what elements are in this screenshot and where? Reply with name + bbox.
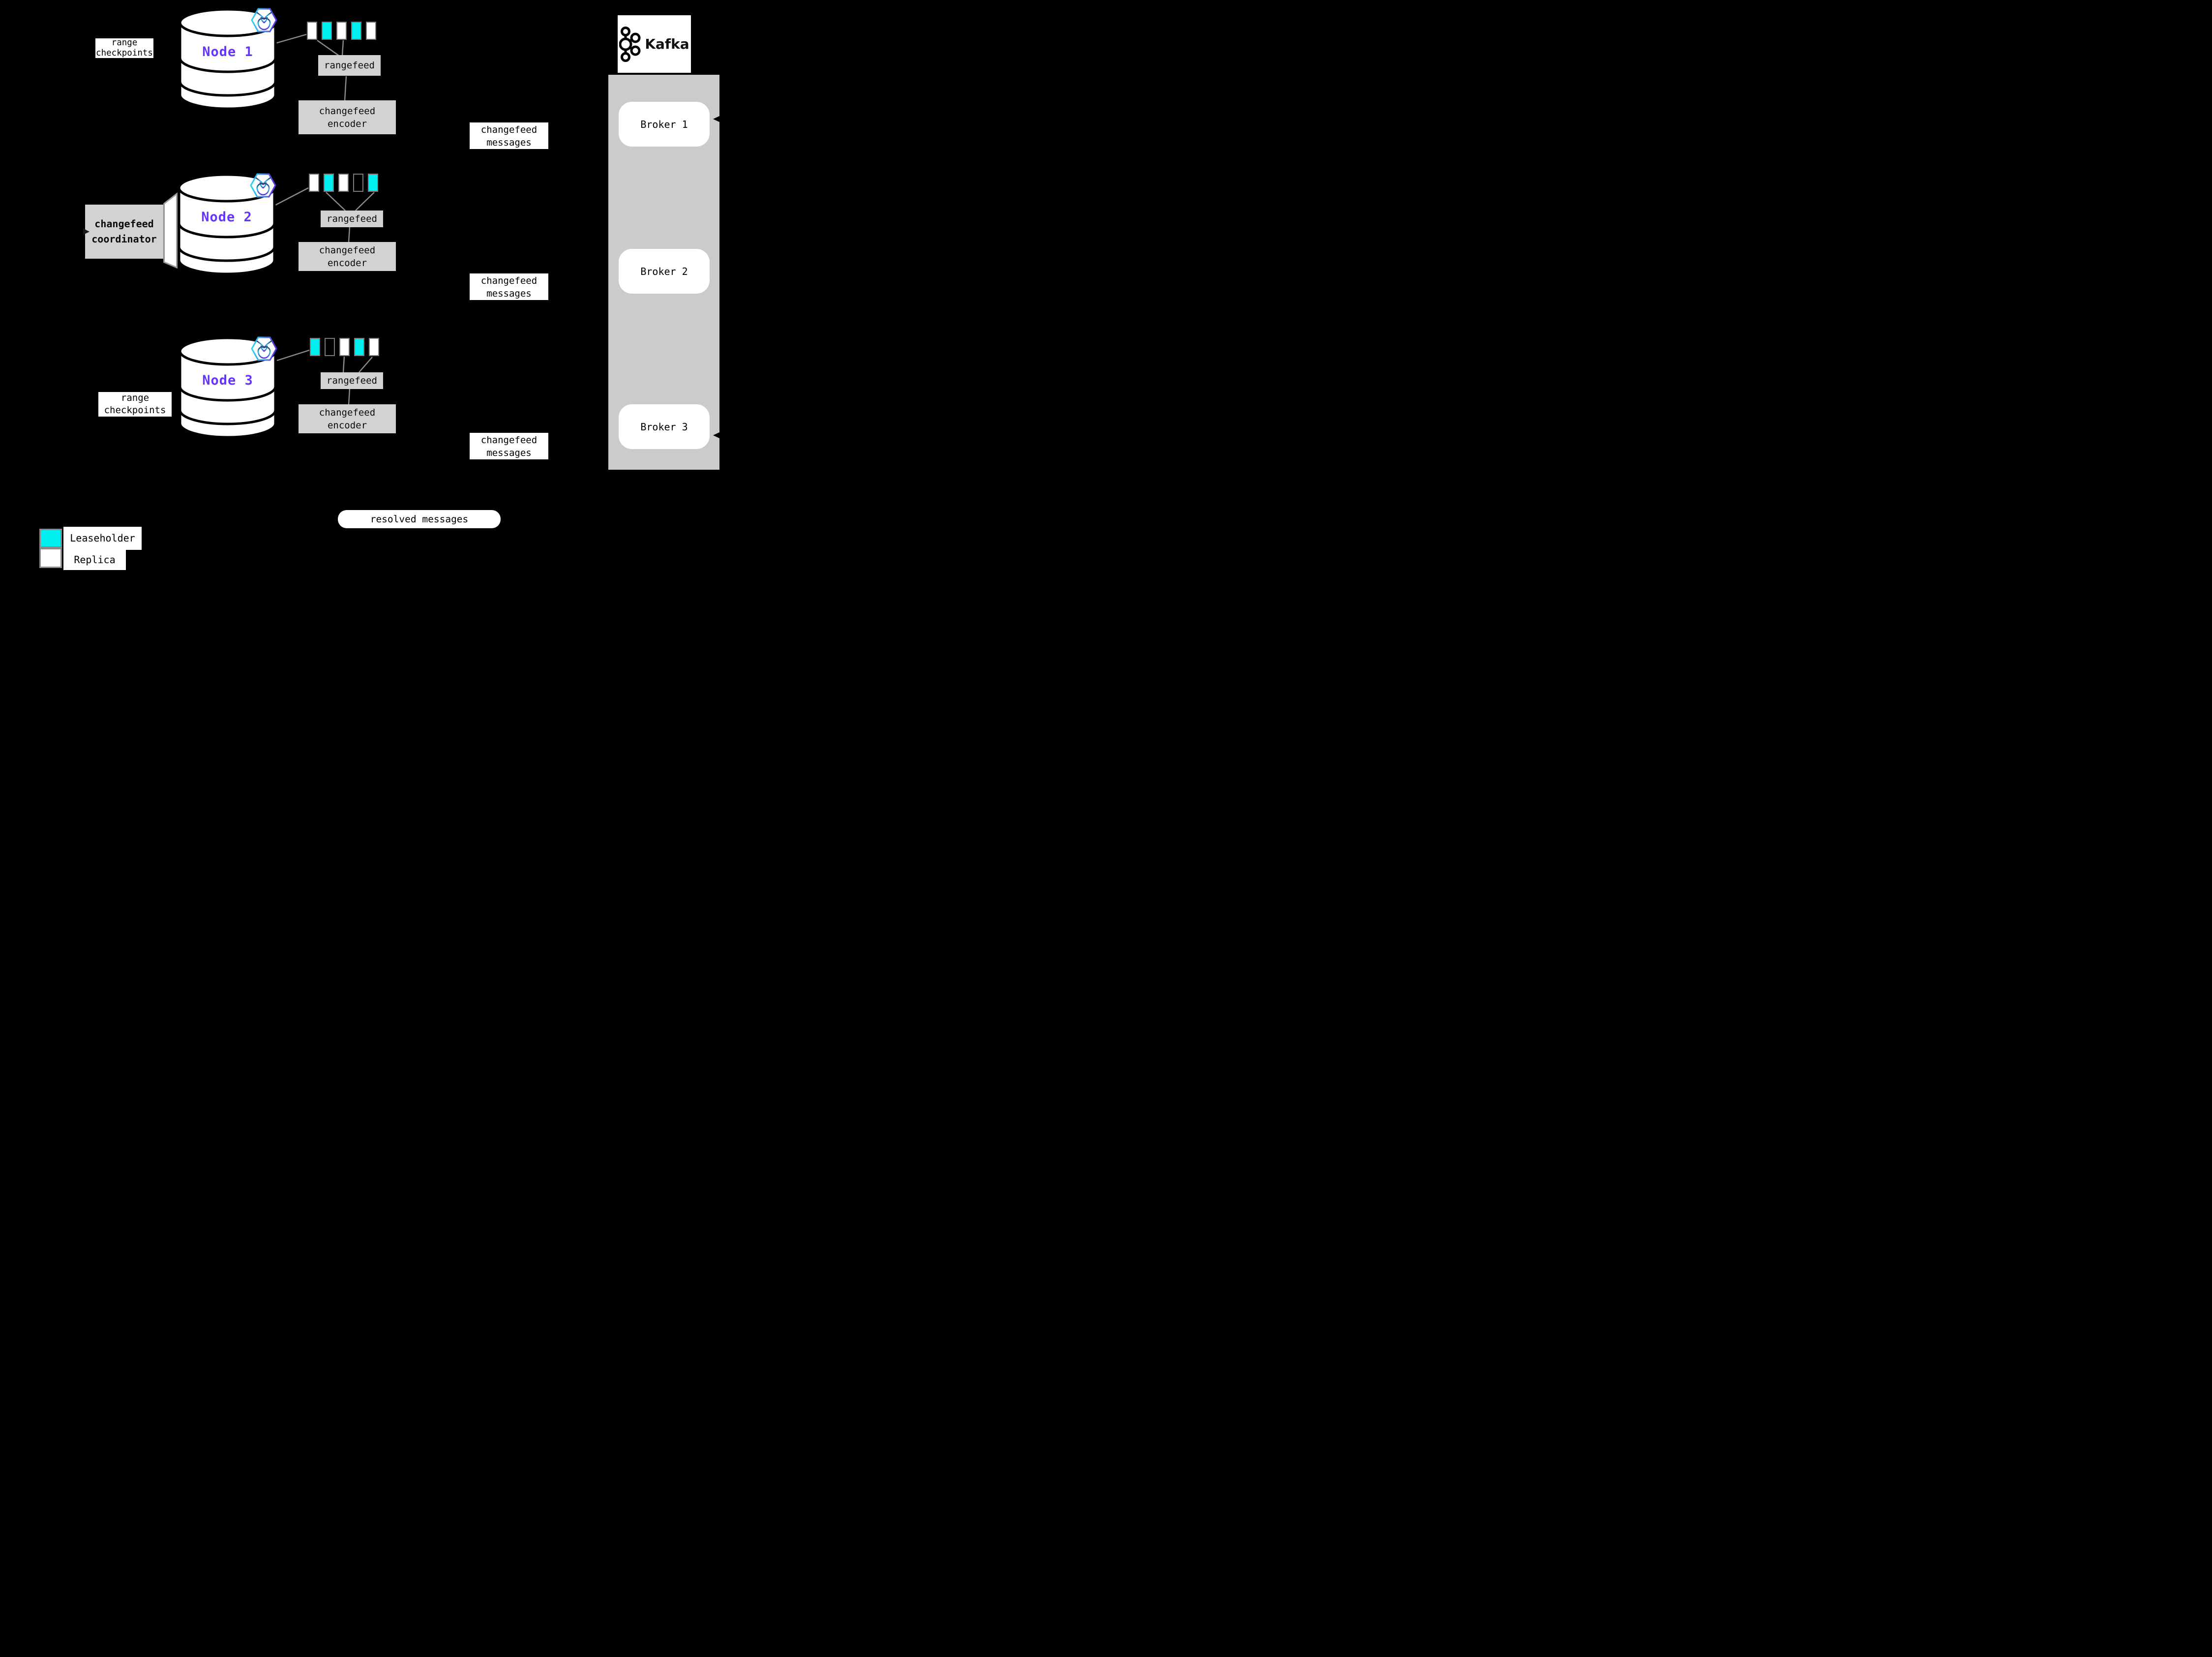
legend-replica-label: Replica xyxy=(63,550,126,570)
node2-changefeed-messages-label: changefeed messages xyxy=(470,273,548,300)
broker-1-label: Broker 1 xyxy=(640,118,688,130)
node3-rangefeed-label: rangefeed xyxy=(321,372,383,389)
range-square xyxy=(336,22,347,40)
node3-changefeed-encoder-label: changefeed encoder xyxy=(299,404,396,433)
range-square xyxy=(339,338,350,356)
resolved-messages-pill: resolved messages xyxy=(338,510,501,528)
node3-range-checkpoints-label: range checkpoints xyxy=(98,392,172,417)
changefeed-coordinator-label: changefeed coordinator xyxy=(85,205,163,259)
cockroachdb-badge-icon xyxy=(251,8,277,32)
node2-cylinder xyxy=(178,173,276,275)
legend-leaseholder-swatch xyxy=(39,529,62,548)
node1-range-checkpoints-label: range checkpoints xyxy=(95,38,153,58)
range-square xyxy=(310,338,320,356)
diagram-canvas: Node 1 rangefeed changefeed encoder chan… xyxy=(0,0,771,577)
legend-replica-swatch xyxy=(39,548,62,568)
range-square xyxy=(366,22,376,40)
range-square xyxy=(353,174,363,192)
range-square xyxy=(338,174,349,192)
node3-cylinder xyxy=(179,336,277,439)
cockroachdb-badge-icon xyxy=(251,336,277,361)
range-square xyxy=(351,22,361,40)
range-square xyxy=(324,174,334,192)
kafka-logo-box: Kafka xyxy=(618,15,691,73)
range-square xyxy=(322,22,332,40)
broker-3: Broker 3 xyxy=(619,404,710,449)
legend-leaseholder-label: Leaseholder xyxy=(63,527,142,550)
broker-1: Broker 1 xyxy=(619,102,710,147)
broker-2: Broker 2 xyxy=(619,249,710,294)
range-square xyxy=(325,338,335,356)
node2-changefeed-encoder-label: changefeed encoder xyxy=(299,242,396,271)
coordinator-flag-shape xyxy=(163,192,178,269)
node3-name: Node 3 xyxy=(202,373,253,388)
node2-name: Node 2 xyxy=(201,210,252,225)
node1-rangefeed-label: rangefeed xyxy=(318,55,381,76)
node2-rangefeed-label: rangefeed xyxy=(321,211,383,227)
broker-2-label: Broker 2 xyxy=(640,265,688,277)
range-square xyxy=(368,174,378,192)
node1-changefeed-encoder-label: changefeed encoder xyxy=(299,100,396,134)
kafka-wordmark: Kafka xyxy=(645,36,689,52)
kafka-broker-panel: Broker 1 Broker 2 Broker 3 xyxy=(608,75,719,470)
node3-changefeed-messages-label: changefeed messages xyxy=(470,433,548,459)
broker-3-label: Broker 3 xyxy=(640,421,688,433)
range-square xyxy=(307,22,317,40)
node1-changefeed-messages-label: changefeed messages xyxy=(470,122,548,149)
node1-cylinder xyxy=(179,8,277,110)
range-square xyxy=(309,174,319,192)
node1-name: Node 1 xyxy=(202,44,253,60)
kafka-icon xyxy=(619,26,641,62)
range-square xyxy=(369,338,379,356)
range-square xyxy=(354,338,364,356)
cockroachdb-badge-icon xyxy=(250,173,276,198)
